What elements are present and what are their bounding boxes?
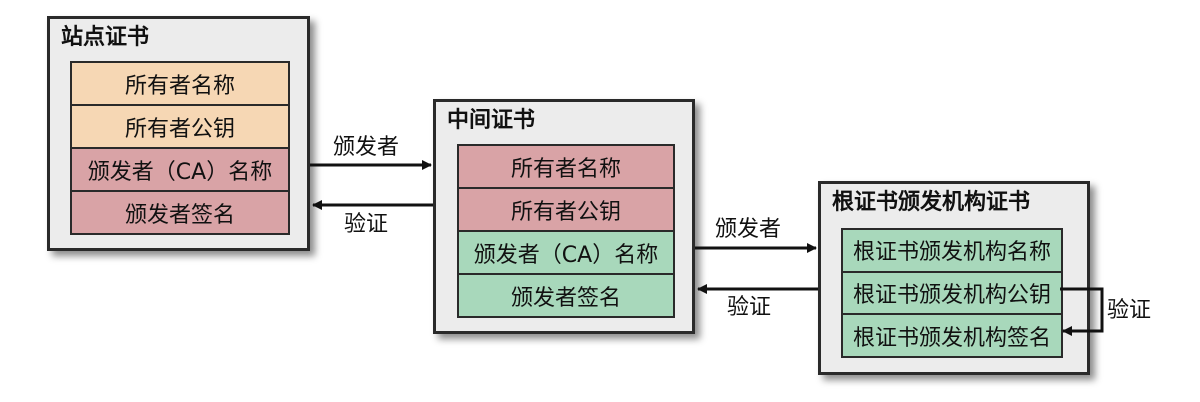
self-verify-label: 验证 bbox=[1107, 298, 1152, 323]
root-ca-public-key-field: 根证书颁发机构公钥 bbox=[843, 272, 1061, 314]
issuer-label-intermediate-to-root: 颁发者 bbox=[715, 217, 782, 242]
site-certificate-panel: 站点证书 所有者名称 所有者公钥 颁发者（CA）名称 颁发者签名 bbox=[47, 16, 310, 251]
site-owner-public-key-field: 所有者公钥 bbox=[72, 106, 288, 147]
intermediate-owner-public-key-field: 所有者公钥 bbox=[459, 189, 673, 230]
site-issuer-signature-field: 颁发者签名 bbox=[72, 192, 288, 233]
site-owner-name-field: 所有者名称 bbox=[72, 63, 288, 104]
root-ca-name-field: 根证书颁发机构名称 bbox=[843, 230, 1061, 271]
intermediate-owner-name-field: 所有者名称 bbox=[459, 146, 673, 187]
self-verify-loop-arrow bbox=[1060, 287, 1104, 336]
site-certificate-title: 站点证书 bbox=[61, 25, 150, 50]
intermediate-certificate-panel: 中间证书 所有者名称 所有者公钥 颁发者（CA）名称 颁发者签名 bbox=[433, 99, 695, 334]
verify-label-intermediate-to-site: 验证 bbox=[344, 212, 389, 237]
root-ca-certificate-fields: 根证书颁发机构名称 根证书颁发机构公钥 根证书颁发机构签名 bbox=[841, 228, 1063, 358]
intermediate-issuer-signature-field: 颁发者签名 bbox=[459, 275, 673, 316]
site-certificate-fields: 所有者名称 所有者公钥 颁发者（CA）名称 颁发者签名 bbox=[70, 61, 290, 235]
intermediate-certificate-fields: 所有者名称 所有者公钥 颁发者（CA）名称 颁发者签名 bbox=[457, 144, 675, 318]
site-issuer-name-field: 颁发者（CA）名称 bbox=[72, 149, 288, 190]
root-ca-certificate-title: 根证书颁发机构证书 bbox=[832, 190, 1031, 215]
intermediate-issuer-name-field: 颁发者（CA）名称 bbox=[459, 232, 673, 273]
verify-label-root-to-intermediate: 验证 bbox=[727, 295, 772, 320]
root-ca-signature-field: 根证书颁发机构签名 bbox=[843, 315, 1061, 357]
intermediate-certificate-title: 中间证书 bbox=[447, 108, 536, 133]
root-ca-certificate-panel: 根证书颁发机构证书 根证书颁发机构名称 根证书颁发机构公钥 根证书颁发机构签名 bbox=[818, 181, 1090, 375]
issuer-label-site-to-intermediate: 颁发者 bbox=[333, 135, 400, 160]
